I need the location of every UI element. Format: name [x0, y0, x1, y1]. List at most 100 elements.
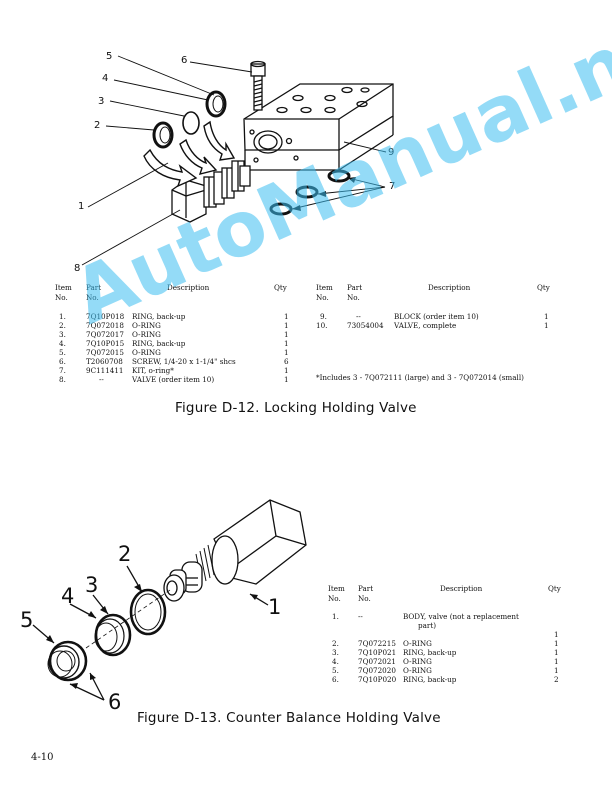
row-desc: O-RING [132, 321, 161, 330]
row-item: 3. [59, 330, 66, 339]
header-item: Item [55, 283, 72, 292]
table-row: 3. 7Q10P021 RING, back-up 1 [328, 648, 564, 657]
kit-footnote: *Includes 3 - 7Q072111 (large) and 3 - 7… [316, 373, 524, 382]
row-desc: O-RING [132, 330, 161, 339]
callout-3: 3 [98, 96, 105, 107]
callout-3: 3 [85, 573, 99, 597]
header-qty: Qty [274, 283, 287, 292]
row-qty: 1 [554, 666, 559, 675]
callout-2: 2 [118, 542, 132, 566]
callout-4: 4 [102, 73, 109, 84]
row-desc-continued: part) [418, 621, 437, 630]
row-item: 2. [332, 639, 339, 648]
row-part: 7Q072215 [358, 639, 396, 648]
row-desc: RING, back-up [403, 648, 457, 657]
row-item: 1. [59, 312, 66, 321]
parts-table-d12-right: Item Part Description Qty No. No. 9. -- … [316, 283, 556, 330]
table-row-qty: 1 [328, 630, 564, 639]
row-part: -- [356, 312, 361, 321]
header-item: Item [316, 283, 333, 292]
row-qty: 1 [284, 339, 289, 348]
row-item: 5. [332, 666, 339, 675]
row-qty: 1 [554, 648, 559, 657]
header-part: Part [347, 283, 363, 292]
table-row-continued: part) [328, 621, 564, 630]
row-part: 7Q072017 [86, 330, 124, 339]
row-part: 7Q10P021 [358, 648, 397, 657]
row-item: 1. [332, 612, 339, 621]
row-part: 7Q10P015 [86, 339, 125, 348]
table-row: 4. 7Q10P015 RING, back-up 1 [55, 339, 295, 348]
row-desc: O-RING [403, 657, 432, 666]
row-part: -- [358, 612, 363, 621]
row-item: 4. [59, 339, 66, 348]
callout-5: 5 [20, 608, 34, 632]
row-qty: 1 [554, 657, 559, 666]
row-item: 5. [59, 348, 66, 357]
row-part: 7Q10P020 [358, 675, 397, 684]
callout-5: 5 [106, 51, 113, 62]
header-item-no: No. [328, 594, 341, 603]
table-row: 4. 7Q072021 O-RING 1 [328, 657, 564, 666]
row-desc: O-RING [403, 666, 432, 675]
row-part: -- [99, 375, 104, 384]
table-row: 10. 73054004 VALVE, complete 1 [316, 321, 556, 330]
row-qty: 2 [554, 675, 559, 684]
header-item-no: No. [55, 293, 68, 302]
header-qty: Qty [548, 584, 561, 593]
page-number: 4-10 [31, 752, 54, 763]
row-qty: 6 [284, 357, 289, 366]
row-item: 6. [59, 357, 66, 366]
row-qty: 1 [284, 366, 289, 375]
row-part: 73054004 [347, 321, 384, 330]
row-qty: 1 [544, 312, 549, 321]
row-desc: BODY, valve (not a replacement [403, 612, 519, 621]
header-part: Part [86, 283, 102, 292]
table-row: 6. T2060708 SCREW, 1/4-20 x 1-1/4" shcs … [55, 357, 295, 366]
valve-block [243, 83, 394, 171]
table-row: 1. -- BODY, valve (not a replacement [328, 612, 564, 621]
row-part: 7Q072020 [358, 666, 396, 675]
row-item: 3. [332, 648, 339, 657]
row-item: 7. [59, 366, 66, 375]
row-part: 7Q10P018 [86, 312, 125, 321]
row-qty: 1 [284, 321, 289, 330]
row-desc: RING, back-up [132, 339, 186, 348]
callout-2: 2 [94, 120, 101, 131]
row-part: 7Q072015 [86, 348, 124, 357]
row-item: 4. [332, 657, 339, 666]
row-part: T2060708 [86, 357, 123, 366]
row-desc: VALVE (order item 10) [132, 375, 215, 384]
row-qty: 1 [554, 630, 559, 639]
row-qty: 1 [284, 375, 289, 384]
header-description: Description [167, 283, 210, 292]
callout-1: 1 [268, 595, 282, 619]
row-desc: SCREW, 1/4-20 x 1-1/4" shcs [132, 357, 236, 366]
table-row: 5. 7Q072015 O-RING 1 [55, 348, 295, 357]
header-item: Item [328, 584, 345, 593]
header-qty: Qty [537, 283, 550, 292]
parts-table-d13: Item Part Description Qty No. No. 1. -- … [328, 584, 564, 684]
table-row: 2. 7Q072215 O-RING 1 [328, 639, 564, 648]
callout-7: 7 [389, 181, 396, 192]
figure-d12-caption: Figure D-12. Locking Holding Valve [175, 400, 417, 416]
row-qty: 1 [284, 330, 289, 339]
table-row: 1. 7Q10P018 RING, back-up 1 [55, 312, 295, 321]
callout-6: 6 [181, 55, 188, 66]
row-part: 7Q072018 [86, 321, 124, 330]
header-part: Part [358, 584, 374, 593]
row-qty: 1 [284, 312, 289, 321]
row-item: 10. [316, 321, 328, 330]
header-description: Description [440, 584, 483, 593]
valve-body [163, 499, 307, 602]
header-description: Description [428, 283, 471, 292]
row-desc: VALVE, complete [394, 321, 457, 330]
header-part-no: No. [86, 293, 99, 302]
table-row: 3. 7Q072017 O-RING 1 [55, 330, 295, 339]
row-part: 9C111411 [86, 366, 124, 375]
row-desc: BLOCK (order item 10) [394, 312, 479, 321]
row-item: 8. [59, 375, 66, 384]
table-row: 2. 7Q072018 O-RING 1 [55, 321, 295, 330]
